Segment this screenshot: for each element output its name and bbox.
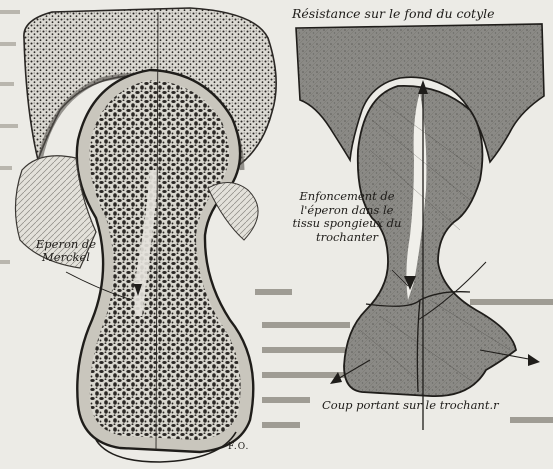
arrowhead-right <box>528 354 540 366</box>
right-shadow <box>208 182 258 240</box>
label-eperon: Eperon de Merckel <box>26 238 106 264</box>
label-enfoncement: Enfoncement de l'éperon dans le tissu sp… <box>288 190 406 244</box>
label-resistance: Résistance sur le fond du cotyle <box>292 6 495 21</box>
corner-mark: F.O. <box>228 442 249 452</box>
left-bone-section <box>15 8 276 462</box>
label-coup: Coup portant sur le trochant.r <box>322 398 499 412</box>
